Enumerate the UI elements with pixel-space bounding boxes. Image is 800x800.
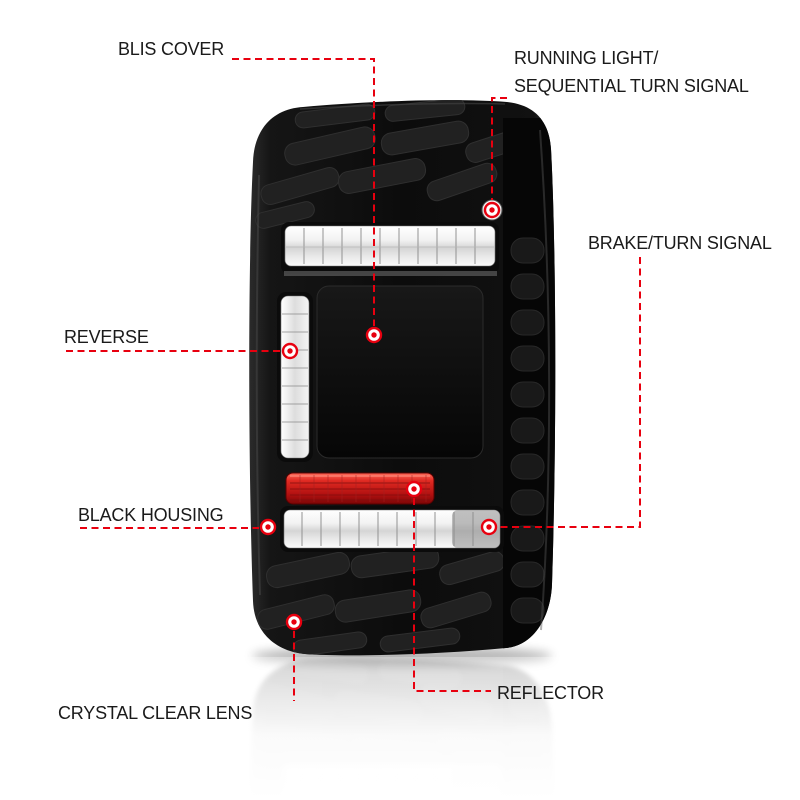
- reflection: [200, 657, 620, 800]
- callout-label-reverse: REVERSE: [64, 327, 149, 347]
- callout-marker-running-light: [483, 201, 501, 219]
- edge-highlights: [255, 102, 551, 631]
- callout-line-brake-turn-signal: [498, 257, 641, 528]
- blis-cover-panel: [316, 285, 484, 459]
- callout-marker-brake-turn-signal: [480, 518, 498, 536]
- callout-line-reflector: [413, 498, 491, 692]
- callout-marker-blis-cover: [365, 326, 383, 344]
- callout-label-running-light-line2: SEQUENTIAL TURN SIGNAL: [514, 76, 749, 96]
- callout-marker-black-housing: [259, 518, 277, 536]
- callout-line-running-light: [491, 97, 507, 200]
- callout-marker-crystal-clear-lens: [285, 613, 303, 631]
- tail-light-body: [249, 100, 556, 656]
- callout-line-blis-cover: [232, 58, 375, 326]
- callout-label-reflector: REFLECTOR: [497, 683, 604, 703]
- callout-marker-reflector: [405, 480, 423, 498]
- callout-label-running-light-line1: RUNNING LIGHT/: [514, 48, 659, 68]
- reverse-lens-strip: [277, 292, 313, 462]
- callout-lines-overlay: [66, 58, 641, 701]
- callout-label-blis-cover: BLIS COVER: [118, 39, 225, 59]
- callout-label-crystal-clear-lens: CRYSTAL CLEAR LENS: [58, 703, 253, 723]
- lower-lens-strip: [280, 506, 504, 552]
- callout-markers: [259, 201, 501, 631]
- side-louvers: [510, 237, 545, 624]
- callout-marker-reverse: [281, 342, 299, 360]
- callout-label-brake-turn-signal: BRAKE/TURN SIGNAL: [588, 233, 772, 253]
- upper-lens-strip: [281, 222, 499, 276]
- callout-label-black-housing: BLACK HOUSING: [78, 505, 224, 525]
- tread-pattern-bottom: [257, 545, 505, 656]
- callout-label-running-light: RUNNING LIGHT/ SEQUENTIAL TURN SIGNAL: [514, 44, 749, 100]
